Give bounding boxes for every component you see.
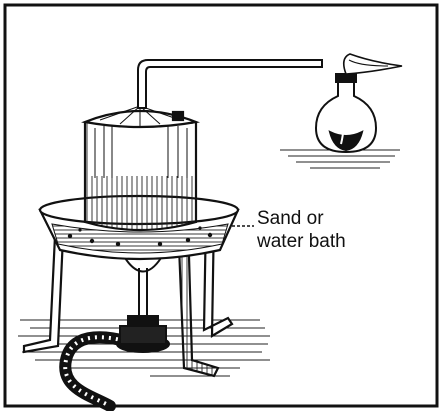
outlet-flame <box>344 54 402 74</box>
callout-label-line-1: Sand or <box>257 208 324 229</box>
bunsen-burner <box>117 268 169 352</box>
receiving-flask <box>316 74 376 152</box>
callout-label: Sand or water bath <box>256 208 346 252</box>
delivery-tube <box>138 60 322 108</box>
still-vessel <box>85 106 196 230</box>
callout-label-line-2: water bath <box>256 231 346 252</box>
